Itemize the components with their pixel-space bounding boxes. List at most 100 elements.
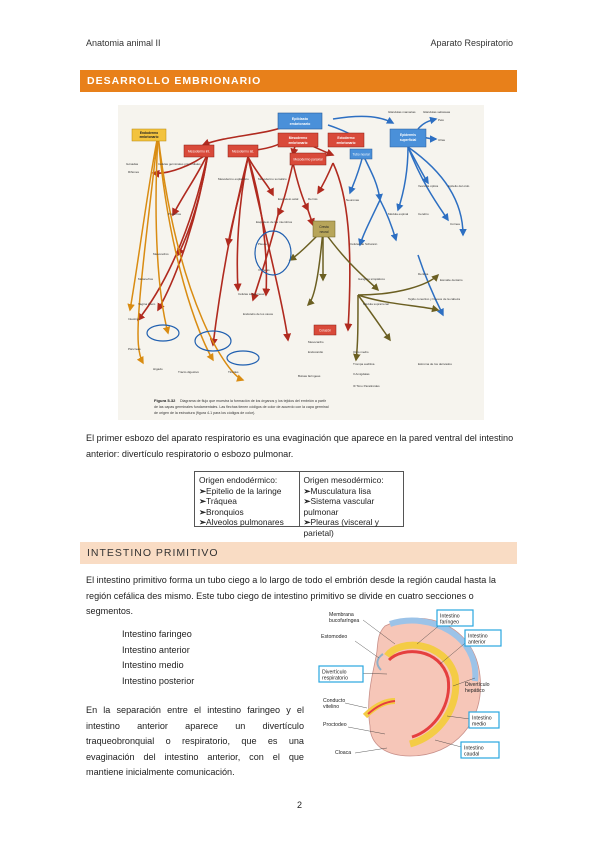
svg-text:Tejido conectivo y huesos de l: Tejido conectivo y huesos de la cabeza (408, 297, 460, 301)
germ-layer-flow-diagram: Epiblasto embrionario Endodermo embriona… (118, 105, 484, 420)
header-topic: Aparato Respiratorio (430, 38, 513, 48)
svg-text:Médula espinal: Médula espinal (388, 212, 409, 216)
svg-text:Estroma de los derivados: Estroma de los derivados (418, 362, 452, 366)
section-heading-intestino: INTESTINO PRIMITIVO (80, 542, 517, 564)
svg-text:Corazón: Corazón (319, 329, 331, 333)
svg-text:Figura 5-32: Figura 5-32 (154, 398, 176, 403)
svg-text:Células sanguíneas: Células sanguíneas (238, 292, 265, 296)
header-course: Anatomia animal II (86, 38, 161, 48)
svg-text:embrionario: embrionario (290, 122, 312, 126)
svg-text:II Amígdalas: II Amígdalas (353, 372, 370, 376)
list-item: Intestino posterior (122, 675, 195, 686)
svg-text:Epitelio del oído: Epitelio del oído (448, 184, 470, 188)
svg-text:Dentina: Dentina (418, 272, 429, 276)
mesodermal-title: Origen mesodérmico: (303, 475, 384, 485)
svg-text:Esmalte dentario: Esmalte dentario (440, 278, 463, 282)
svg-text:Hígado: Hígado (153, 367, 163, 371)
list-item: Intestino anterior (122, 644, 190, 655)
svg-text:Endotelio de los vasos: Endotelio de los vasos (243, 312, 274, 316)
origin-table: Origen endodérmico: ➢Epitelio de la lari… (194, 471, 404, 538)
label-stomodeum: Estomodeo (321, 634, 347, 640)
svg-text:Esqueleto de los miembros: Esqueleto de los miembros (256, 220, 293, 224)
svg-text:Córnea: Córnea (450, 222, 460, 226)
svg-text:Glándulas sebáceas: Glándulas sebáceas (423, 110, 451, 114)
svg-text:Vagina Útero: Vagina Útero (138, 301, 156, 306)
svg-text:Pelo: Pelo (438, 118, 444, 122)
svg-text:Mesonefros: Mesonefros (153, 252, 169, 256)
svg-text:embrionario: embrionario (336, 141, 355, 145)
svg-text:Tiroides: Tiroides (228, 370, 239, 374)
svg-text:Cerebro: Cerebro (418, 212, 429, 216)
svg-text:Riñones: Riñones (128, 170, 140, 174)
svg-text:Mesodermo paraxial: Mesodermo paraxial (294, 158, 323, 162)
svg-text:Oído medio: Oído medio (353, 350, 369, 354)
svg-text:Células germinales primordiale: Células germinales primordiales (158, 162, 201, 166)
svg-text:Tubo neural: Tubo neural (353, 153, 370, 157)
page-number: 2 (296, 800, 302, 810)
svg-text:Mesodermo esplácnico: Mesodermo esplácnico (218, 177, 249, 181)
svg-text:Epiblasto: Epiblasto (292, 117, 309, 121)
label-proctodeum: Proctodeo (323, 722, 347, 728)
svg-text:Ganglios simpáticos: Ganglios simpáticos (358, 277, 385, 281)
label-cloaca: Cloaca (335, 750, 351, 756)
svg-text:Epidermis: Epidermis (400, 133, 416, 137)
page-header: Anatomia animal II Aparato Respiratorio (86, 38, 513, 52)
primitive-gut-paragraph: El intestino primitivo forma un tubo cie… (86, 575, 496, 616)
svg-text:Páncreas: Páncreas (128, 347, 141, 351)
svg-text:Cresta: Cresta (319, 225, 329, 229)
svg-text:Pronefros: Pronefros (168, 212, 182, 216)
gut-segment-list: Intestino faringeo Intestino anterior In… (122, 627, 194, 689)
svg-text:Bolsas faríngeas: Bolsas faríngeas (298, 374, 321, 378)
svg-text:superficial: superficial (400, 138, 417, 142)
svg-text:Glándulas mamarias: Glándulas mamarias (388, 110, 416, 114)
svg-text:Vesícula óptica: Vesícula óptica (418, 184, 439, 188)
svg-text:Médula suprarrenal: Médula suprarrenal (363, 302, 389, 306)
endodermal-item: ➢Tráquea (199, 496, 237, 506)
svg-text:Tracto digestivo: Tracto digestivo (178, 370, 199, 374)
list-item: Intestino medio (122, 660, 184, 671)
svg-text:de las capas germinales fundam: de las capas germinales fundamentales. L… (154, 405, 329, 409)
svg-text:Metanefros: Metanefros (138, 277, 154, 281)
svg-text:III Timo Paratiroides: III Timo Paratiroides (353, 384, 380, 388)
svg-text:Mesodermo: Mesodermo (289, 136, 308, 140)
intro-paragraph: El primer esbozo del aparato respiratori… (86, 433, 514, 459)
svg-text:Endocardio: Endocardio (308, 350, 324, 354)
svg-text:Ectodermo: Ectodermo (337, 136, 354, 140)
endodermal-item: ➢Alveolos pulmonares (199, 517, 284, 527)
mesodermal-item: ➢Musculatura lisa (303, 485, 372, 496)
mesodermal-origin-column: Origen mesodérmico: ➢Musculatura lisa ➢S… (298, 472, 404, 538)
svg-text:Esqueleto axial: Esqueleto axial (278, 197, 299, 201)
svg-text:embrionario: embrionario (139, 135, 158, 139)
svg-text:Endodermo: Endodermo (140, 131, 158, 135)
svg-text:Pleura: Pleura (258, 242, 267, 246)
separation-paragraph: En la separación entre el intestino fari… (86, 705, 304, 777)
svg-text:Células de Schwann: Células de Schwann (350, 242, 378, 246)
svg-text:embrionario: embrionario (288, 141, 307, 145)
endodermal-title: Origen endodérmico: (199, 475, 278, 485)
svg-text:Mesodermo somático: Mesodermo somático (258, 177, 287, 181)
svg-text:Neuronas: Neuronas (346, 198, 360, 202)
svg-text:Dermis: Dermis (308, 197, 318, 201)
svg-text:neural: neural (320, 230, 329, 234)
list-item: Intestino faringeo (122, 629, 192, 639)
endodermal-item: ➢Epitelio de la laringe (199, 485, 282, 496)
svg-text:Mesodermo int.: Mesodermo int. (188, 150, 210, 154)
endodermal-origin-column: Origen endodérmico: ➢Epitelio de la lari… (195, 472, 299, 527)
endodermal-item: ➢Bronquios (199, 506, 244, 517)
svg-text:de origen de la estructura (fi: de origen de la estructura (figura 4-1 p… (154, 411, 255, 415)
mesodermal-item: ➢Pleuras (visceral y parietal) (303, 517, 379, 538)
svg-text:Gónadas: Gónadas (126, 162, 139, 166)
mesodermal-item: ➢Sistema vascular pulmonar (303, 496, 375, 517)
svg-text:Trompa auditiva: Trompa auditiva (353, 362, 375, 366)
svg-text:Uñas: Uñas (438, 138, 446, 142)
svg-text:Mesocardio: Mesocardio (308, 340, 324, 344)
